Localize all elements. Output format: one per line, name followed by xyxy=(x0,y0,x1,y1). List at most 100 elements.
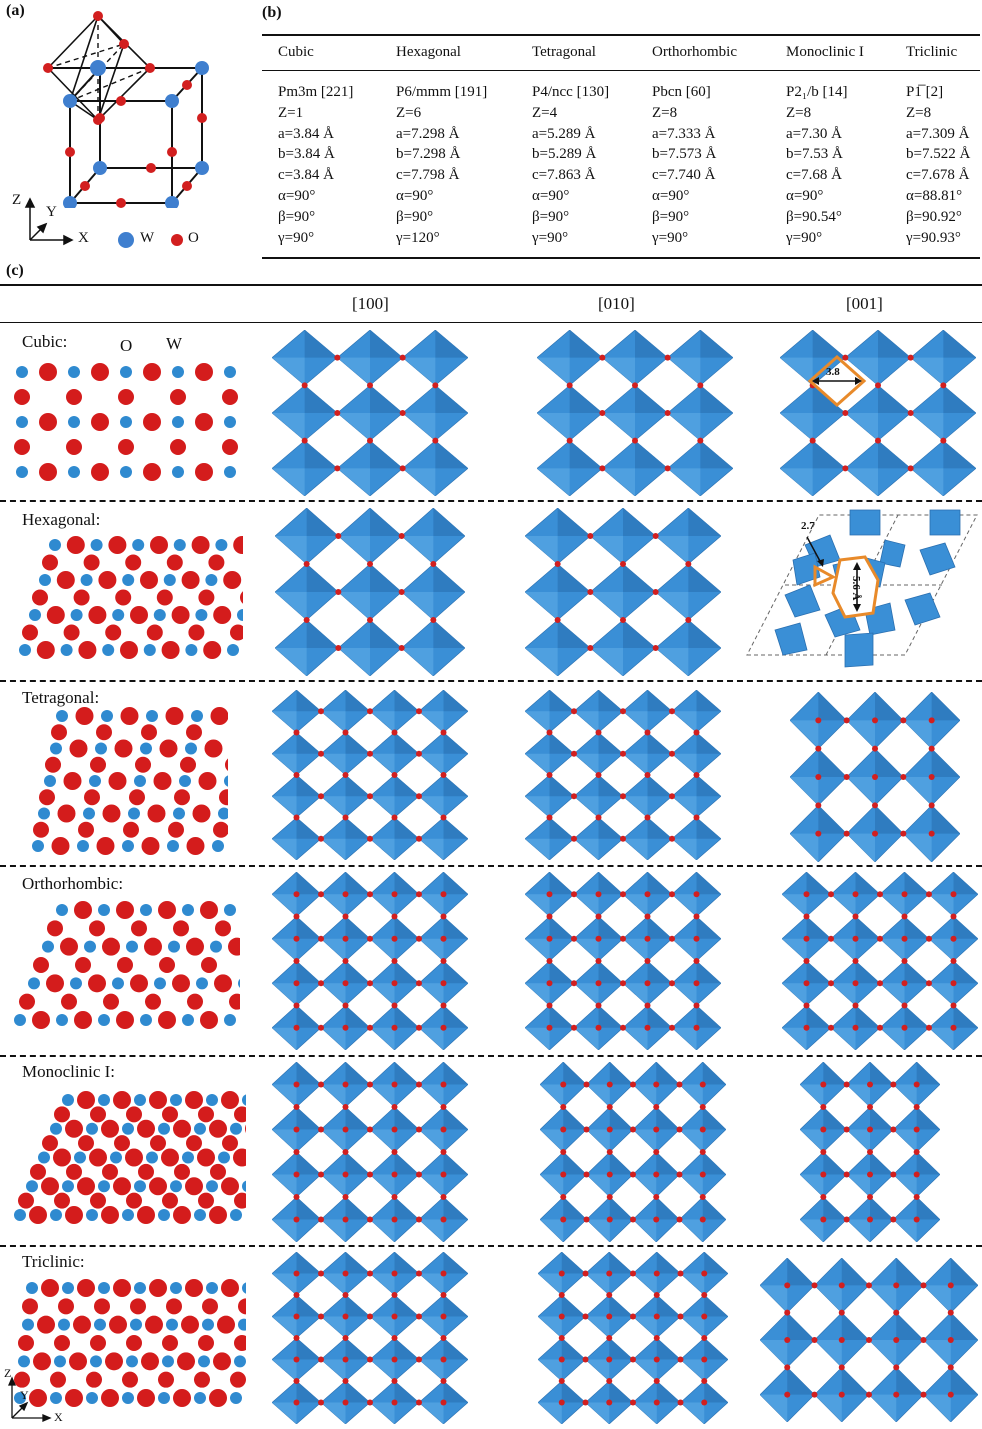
space-group: Pm3m [221] xyxy=(278,82,353,103)
space-group: P6/mmm [191] xyxy=(396,82,487,103)
tetragonal-001-grid xyxy=(790,692,960,862)
c-value: c=7.68 Å xyxy=(786,165,847,186)
beta-value: β=90° xyxy=(532,207,609,228)
table-bottom-rule xyxy=(262,257,980,259)
tetragonal-100-grid xyxy=(272,690,468,860)
axis-y-label-c: Y xyxy=(20,1388,29,1403)
triclinic-010-grid xyxy=(538,1252,728,1424)
panel-b-label: (b) xyxy=(262,4,282,22)
col-header-tetragonal: Tetragonal xyxy=(532,44,596,61)
table-top-rule xyxy=(262,34,980,36)
gamma-value: γ=90° xyxy=(532,228,609,249)
row-label-hexagonal: Hexagonal: xyxy=(22,510,100,530)
cubic-ball-model xyxy=(12,362,240,482)
alpha-value: α=90° xyxy=(278,186,353,207)
hexagonal-ball-model xyxy=(15,535,243,660)
hex-001-small-dimension: 2.7 xyxy=(801,520,815,532)
c-value: c=7.678 Å xyxy=(906,165,970,186)
panel-a-label: (a) xyxy=(6,2,25,20)
tetragonal-ball-model xyxy=(28,706,228,856)
orthorhombic-001-grid xyxy=(782,872,978,1050)
a-value: a=3.84 Å xyxy=(278,124,353,145)
b-value: b=7.53 Å xyxy=(786,144,847,165)
a-value: a=5.289 Å xyxy=(532,124,609,145)
z-value: Z=6 xyxy=(396,103,487,124)
a-value: a=7.298 Å xyxy=(396,124,487,145)
direction-100: [100] xyxy=(352,294,389,314)
panel-c-label: (c) xyxy=(6,262,24,280)
monoclinic-100-grid xyxy=(272,1062,468,1242)
direction-010: [010] xyxy=(598,294,635,314)
monoclinic-ball-model xyxy=(10,1090,246,1225)
axis-x-label-c: X xyxy=(54,1410,63,1425)
beta-value: β=90° xyxy=(396,207,487,228)
row-label-monoclinic: Monoclinic I: xyxy=(22,1062,115,1082)
z-value: Z=8 xyxy=(652,103,716,124)
space-group: P2₁/b [14] xyxy=(786,82,847,103)
row-separator xyxy=(0,1055,982,1057)
legend-w-dot xyxy=(118,232,134,248)
col-header-monoclinic: Monoclinic I xyxy=(786,44,864,61)
col-header-cubic: Cubic xyxy=(278,44,314,61)
orthorhombic-010-grid xyxy=(525,872,721,1050)
legend-o-dot xyxy=(171,234,183,246)
axis-x-label: X xyxy=(78,230,89,247)
col-header-hexagonal: Hexagonal xyxy=(396,44,461,61)
hex-001-large-dimension: 5.6 Å xyxy=(850,576,862,600)
triclinic-001-grid xyxy=(760,1258,978,1422)
row-separator xyxy=(0,500,982,502)
orthorhombic-100-grid xyxy=(272,872,468,1050)
b-value: b=7.298 Å xyxy=(396,144,487,165)
tetragonal-010-grid xyxy=(525,690,721,860)
cubic-100-grid xyxy=(272,330,468,496)
space-group: P1̅ [2] xyxy=(906,82,970,103)
cubic-001-dimension: 3.8 xyxy=(826,366,840,378)
z-value: Z=1 xyxy=(278,103,353,124)
direction-001: [001] xyxy=(846,294,883,314)
gamma-value: γ=90.93° xyxy=(906,228,970,249)
row-label-triclinic: Triclinic: xyxy=(22,1252,85,1272)
axis-y-label: Y xyxy=(46,204,57,221)
col-header-orthorhombic: Orthorhombic xyxy=(652,44,737,61)
col-tetragonal-values: P4/ncc [130] Z=4 a=5.289 Å b=5.289 Å c=7… xyxy=(532,82,609,248)
b-value: b=7.522 Å xyxy=(906,144,970,165)
gamma-value: γ=90° xyxy=(786,228,847,249)
a-value: a=7.30 Å xyxy=(786,124,847,145)
beta-value: β=90° xyxy=(278,207,353,228)
beta-value: β=90.54° xyxy=(786,207,847,228)
axis-z-label-c: Z xyxy=(4,1366,11,1381)
c-value: c=7.798 Å xyxy=(396,165,487,186)
z-value: Z=8 xyxy=(786,103,847,124)
col-triclinic-values: P1̅ [2] Z=8 a=7.309 Å b=7.522 Å c=7.678 … xyxy=(906,82,970,248)
annotation-w: W xyxy=(166,334,182,354)
cubic-010-grid xyxy=(537,330,733,496)
row-separator xyxy=(0,680,982,682)
z-value: Z=8 xyxy=(906,103,970,124)
row-label-tetragonal: Tetragonal: xyxy=(22,688,99,708)
col-hexagonal-values: P6/mmm [191] Z=6 a=7.298 Å b=7.298 Å c=7… xyxy=(396,82,487,248)
row-separator xyxy=(0,865,982,867)
col-orthorhombic-values: Pbcn [60] Z=8 a=7.333 Å b=7.573 Å c=7.74… xyxy=(652,82,716,248)
monoclinic-001-grid xyxy=(800,1062,940,1242)
space-group: Pbcn [60] xyxy=(652,82,716,103)
gamma-value: γ=90° xyxy=(278,228,353,249)
grid-top-rule xyxy=(0,284,982,286)
alpha-value: α=88.81° xyxy=(906,186,970,207)
hex-010-grid xyxy=(525,508,721,676)
alpha-value: α=90° xyxy=(396,186,487,207)
alpha-value: α=90° xyxy=(786,186,847,207)
b-value: b=3.84 Å xyxy=(278,144,353,165)
grid-header-rule xyxy=(0,322,982,323)
cubic-001-highlight xyxy=(800,355,880,425)
col-cubic-values: Pm3m [221] Z=1 a=3.84 Å b=3.84 Å c=3.84 … xyxy=(278,82,353,248)
perovskite-unit-cell-diagram xyxy=(30,8,230,208)
gamma-value: γ=120° xyxy=(396,228,487,249)
beta-value: β=90° xyxy=(652,207,716,228)
space-group: P4/ncc [130] xyxy=(532,82,609,103)
table-header-rule xyxy=(262,70,980,71)
legend-w-label: W xyxy=(140,230,154,247)
col-header-triclinic: Triclinic xyxy=(906,44,957,61)
annotation-o: O xyxy=(120,336,132,356)
alpha-value: α=90° xyxy=(652,186,716,207)
row-label-cubic: Cubic: xyxy=(22,332,67,352)
